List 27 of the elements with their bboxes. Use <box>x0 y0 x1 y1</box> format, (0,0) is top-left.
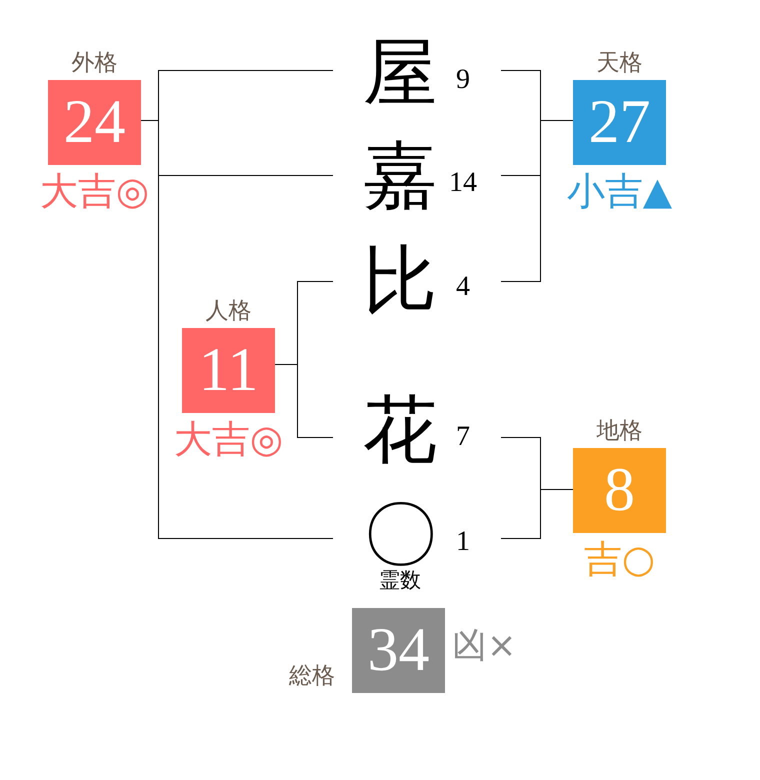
fortune-label: 吉○ <box>584 537 656 581</box>
fortune-label: 小吉▲ <box>566 169 672 213</box>
score-tile: 24 <box>48 80 141 165</box>
fortune-label: 大吉◎ <box>174 417 284 461</box>
name-character: 屋 <box>362 33 438 113</box>
connector-line <box>500 489 574 539</box>
score-tile: 27 <box>573 80 666 165</box>
name-character: 花 <box>362 390 438 470</box>
stroke-count: 14 <box>448 167 478 199</box>
category-label: 外格 <box>72 49 118 78</box>
stroke-count: 1 <box>455 526 471 558</box>
score-tile: 8 <box>573 448 666 533</box>
fortune-label: 凶× <box>452 625 516 667</box>
connector-line <box>500 120 574 282</box>
category-label: 人格 <box>206 297 252 326</box>
stroke-count: 4 <box>455 271 471 303</box>
name-character: 嘉 <box>362 136 438 216</box>
stroke-count: 9 <box>455 64 471 96</box>
category-label: 天格 <box>596 49 642 78</box>
category-label: 総格 <box>289 662 335 691</box>
name-character: 比 <box>362 240 438 320</box>
score-tile: 34 <box>352 608 445 693</box>
category-label: 地格 <box>596 417 642 446</box>
connector-line <box>274 364 334 438</box>
fortune-label: 大吉◎ <box>40 169 150 213</box>
stroke-count: 7 <box>455 421 471 453</box>
score-tile: 11 <box>182 328 275 413</box>
